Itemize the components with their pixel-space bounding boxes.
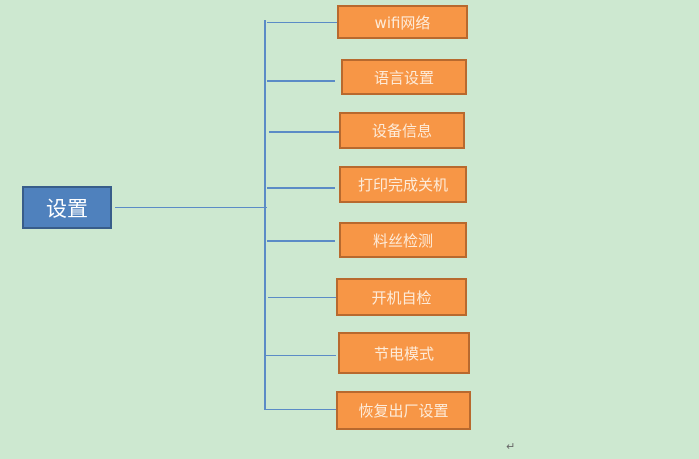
branch-line <box>268 297 336 298</box>
paragraph-mark: ↵ <box>506 440 516 453</box>
trunk-line <box>264 20 266 410</box>
branch-line <box>266 355 336 356</box>
branch-line <box>267 80 335 82</box>
node-filament-detection: 料丝检测 <box>339 222 467 258</box>
branch-line <box>269 131 341 133</box>
node-wifi-network: wifi网络 <box>337 5 468 39</box>
node-startup-self-check: 开机自检 <box>336 278 467 316</box>
node-language-settings: 语言设置 <box>341 59 467 95</box>
root-node-settings: 设置 <box>22 186 112 229</box>
branch-line <box>267 240 335 242</box>
branch-line <box>266 409 336 410</box>
node-device-info: 设备信息 <box>339 112 465 149</box>
node-power-saving-mode: 节电模式 <box>338 332 470 374</box>
node-factory-reset: 恢复出厂设置 <box>336 391 471 430</box>
node-shutdown-after-print: 打印完成关机 <box>339 166 467 203</box>
branch-line <box>267 22 337 23</box>
root-connector <box>115 207 267 208</box>
branch-line <box>267 187 335 189</box>
